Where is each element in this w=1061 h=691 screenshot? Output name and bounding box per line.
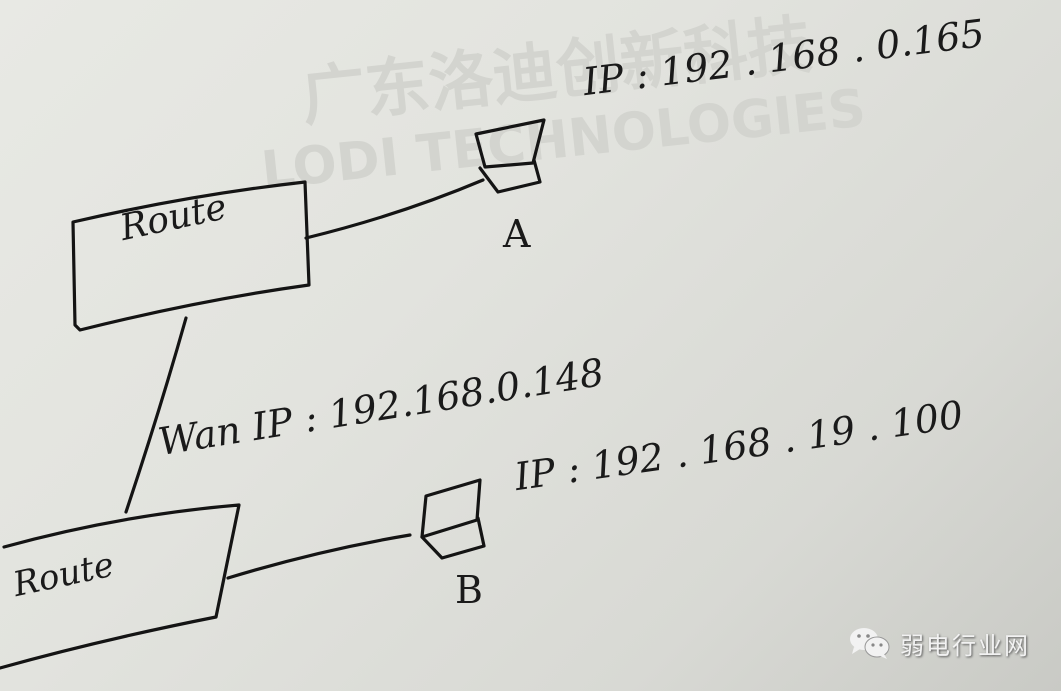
wechat-icon	[850, 628, 890, 659]
device-a-label: A	[503, 212, 531, 256]
router-top-box	[71, 180, 311, 332]
computer-a-icon	[474, 118, 546, 194]
wechat-watermark: 弱电行业网	[848, 625, 1030, 661]
watermark-text: 弱电行业网	[900, 631, 1030, 660]
device-b-label: B	[455, 568, 483, 612]
router-bottom-box	[0, 503, 241, 670]
edge-router-bottom-to-b	[226, 533, 412, 580]
computer-b-icon	[420, 478, 486, 560]
edge-router-top-to-a	[304, 178, 485, 240]
edge-router-top-to-router-bottom	[124, 316, 188, 514]
